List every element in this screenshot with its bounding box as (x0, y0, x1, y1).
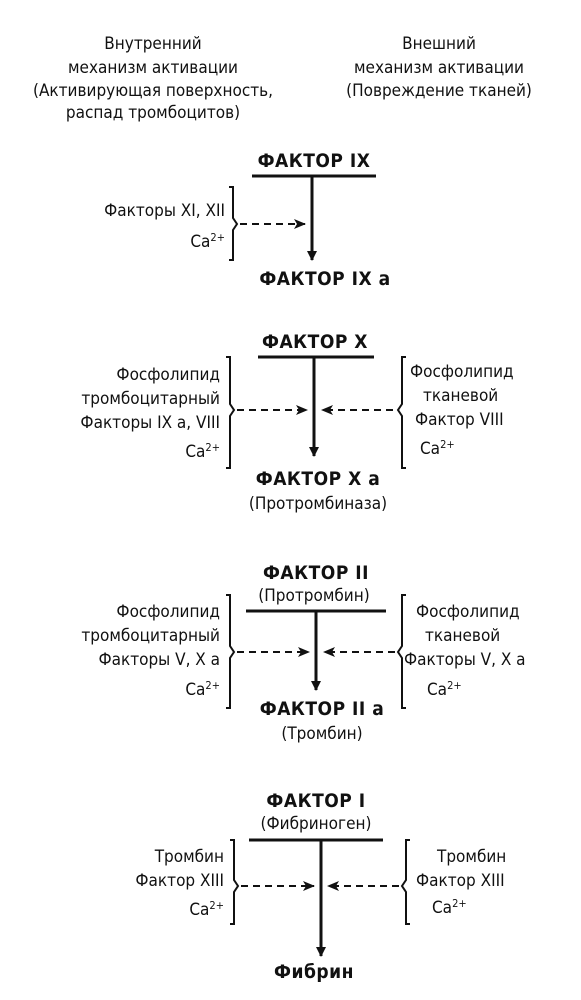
stage2-right-bracket (396, 356, 406, 469)
calcium-charge: 2+ (210, 231, 225, 244)
stage4-product: Фибрин (274, 961, 354, 983)
stage2-left-calcium: Ca2+ (185, 442, 220, 461)
stage4-factor: ФАКТОР I (266, 790, 366, 812)
stage3-left-calcium: Ca2+ (185, 680, 220, 699)
stage3-left-line3: Факторы V, Х а (98, 650, 220, 670)
calcium-charge: 2+ (205, 441, 220, 454)
internal-header-line4: распад тромбоцитов) (65, 103, 241, 123)
stage3-right-line2: тканевой (425, 626, 501, 646)
stage4-right-bracket (400, 839, 410, 925)
external-header-line3: (Повреждение тканей) (346, 81, 532, 101)
stage3-right-calcium: Ca2+ (427, 680, 462, 699)
stage2-left-line1: Фосфолипид (116, 365, 220, 385)
stage4-left-calcium: Ca2+ (189, 900, 224, 919)
stage4-left-line2: Фактор XIII (135, 871, 224, 891)
stage4-right-line2: Фактор XIII (416, 871, 505, 891)
stage3-product: ФАКТОР II а (259, 698, 385, 720)
calcium-charge: 2+ (209, 899, 224, 912)
stage4-factor-note: (Фибриноген) (260, 814, 372, 834)
calcium-charge: 2+ (447, 679, 462, 692)
external-header-line2: механизм активации (354, 58, 524, 78)
stage3-left-line2: тромбоцитарный (81, 626, 220, 646)
internal-header-title: Внутренний (104, 34, 202, 54)
stage3-right-bracket (396, 594, 406, 709)
stage2-product: ФАКТОР Х а (255, 468, 381, 490)
stage3-left-bracket (226, 594, 236, 709)
calcium-symbol: Ca (185, 680, 206, 700)
stage1-left-activators: Факторы XI, XII (104, 201, 225, 221)
calcium-symbol: Ca (432, 898, 453, 918)
stage2-left-line2: тромбоцитарный (81, 389, 220, 409)
calcium-symbol: Ca (190, 232, 211, 252)
stage3-factor: ФАКТОР II (262, 562, 370, 584)
stage2-right-calcium: Ca2+ (420, 439, 455, 458)
stage1-left-calcium: Ca2+ (190, 232, 225, 251)
stage2-factor: ФАКТОР Х (262, 331, 368, 353)
stage2-left-bracket (226, 356, 236, 469)
calcium-charge: 2+ (440, 438, 455, 451)
stage4-left-bracket (230, 839, 240, 925)
calcium-charge: 2+ (205, 679, 220, 692)
internal-header-line2: механизм активации (68, 58, 238, 78)
stage3-right-line1: Фосфолипид (416, 602, 520, 622)
stage3-product-note: (Тромбин) (281, 724, 363, 744)
stage3-right-line3: Факторы V, Х а (404, 650, 526, 670)
internal-header-line3: (Активирующая поверхность, (32, 81, 274, 101)
calcium-charge: 2+ (452, 897, 467, 910)
stage1-factor: ФАКТОР IX (257, 150, 371, 172)
stage1-left-bracket (229, 186, 239, 261)
calcium-symbol: Ca (420, 439, 441, 459)
calcium-symbol: Ca (185, 442, 206, 462)
stage1-product: ФАКТОР IX а (259, 268, 391, 290)
calcium-symbol: Ca (427, 680, 448, 700)
calcium-symbol: Ca (189, 900, 210, 920)
stage4-left-line1: Тромбин (154, 847, 224, 867)
stage3-left-line1: Фосфолипид (116, 602, 220, 622)
stage2-right-line1: Фосфолипид (410, 362, 514, 382)
stage4-right-calcium: Ca2+ (432, 898, 467, 917)
stage2-product-note: (Протромбиназа) (248, 494, 388, 514)
stage3-factor-note: (Протромбин) (258, 586, 370, 606)
stage4-right-line1: Тромбин (437, 847, 507, 867)
stage2-left-line3: Факторы IX а, VIII (80, 413, 220, 433)
external-header-title: Внешний (402, 34, 476, 54)
stage2-right-line3: Фактор VIII (415, 410, 504, 430)
stage2-right-line2: тканевой (423, 386, 499, 406)
